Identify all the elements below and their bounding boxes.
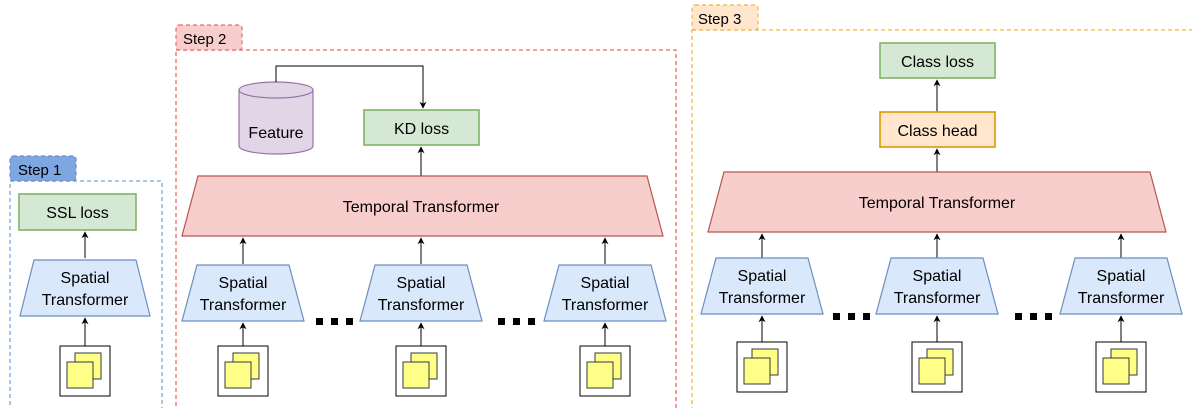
step-2-panel: Step 2 Feature KD loss Temporal Transfor…	[175, 24, 677, 408]
spatial-transformer	[543, 264, 667, 322]
feature-label: Feature	[248, 125, 303, 142]
ellipsis-icon	[498, 318, 535, 325]
spatial-transformer-label-1: Spatial	[913, 268, 962, 285]
step-2-frame	[175, 49, 677, 408]
spatial-transformer-label-2: Transformer	[1078, 290, 1165, 307]
step-1-tab	[9, 155, 77, 182]
spatial-transformer-label-2: Transformer	[378, 297, 465, 314]
spatial-transformer-label-1: Spatial	[61, 270, 110, 287]
spatial-transformer	[359, 264, 483, 322]
spatial-transformer-label-1: Spatial	[397, 275, 446, 292]
feature-to-kd-connector	[275, 65, 427, 109]
spatial-transformer-label-2: Transformer	[200, 297, 287, 314]
frames-icon	[579, 345, 631, 397]
kd-loss-box	[363, 109, 480, 146]
step-3-tab	[691, 4, 759, 31]
spatial-transformer-label-2: Transformer	[42, 292, 129, 309]
frames-icon	[736, 341, 788, 393]
kd-loss-label: KD loss	[394, 121, 449, 138]
ellipsis-icon	[833, 313, 870, 320]
step-3-frame	[691, 29, 1192, 408]
spatial-transformer-label-1: Spatial	[1097, 268, 1146, 285]
spatial-transformer-label-2: Transformer	[562, 297, 649, 314]
step-1-label: Step 1	[18, 162, 61, 179]
temporal-transformer	[181, 175, 664, 237]
spatial-transformer-label-1: Spatial	[738, 268, 787, 285]
step-1-panel: Step 1 SSL loss Spatial Transformer	[9, 155, 163, 408]
spatial-transformer	[700, 257, 824, 315]
spatial-transformer	[181, 264, 305, 322]
ssl-loss-label: SSL loss	[46, 205, 109, 222]
temporal-transformer-label: Temporal Transformer	[859, 195, 1016, 212]
spatial-transformer-label-1: Spatial	[219, 275, 268, 292]
step-3-label: Step 3	[698, 11, 741, 28]
spatial-transformer-label-1: Spatial	[581, 275, 630, 292]
database-cylinder-icon	[238, 81, 314, 155]
spatial-transformer-label-2: Transformer	[894, 290, 981, 307]
temporal-transformer-label: Temporal Transformer	[343, 199, 500, 216]
frames-icon	[1095, 341, 1147, 393]
frames-icon	[395, 345, 447, 397]
step-2-label: Step 2	[183, 31, 226, 48]
spatial-transformer	[19, 259, 151, 317]
frames-icon	[911, 341, 963, 393]
temporal-transformer	[707, 171, 1167, 233]
spatial-transformer	[875, 257, 999, 315]
frames-icon	[217, 345, 269, 397]
step-3-panel: Step 3 Class loss Class head Temporal Tr…	[691, 4, 1192, 408]
spatial-transformer-label-2: Transformer	[719, 290, 806, 307]
frames-icon	[59, 345, 111, 397]
ellipsis-icon	[316, 318, 353, 325]
spatial-transformer	[1059, 257, 1183, 315]
class-loss-box	[879, 42, 996, 79]
class-loss-label: Class loss	[901, 54, 974, 71]
ssl-loss-box	[18, 193, 137, 231]
class-head-box	[879, 111, 996, 148]
ellipsis-icon	[1015, 313, 1052, 320]
step-2-tab	[175, 24, 243, 51]
class-head-label: Class head	[897, 123, 977, 140]
